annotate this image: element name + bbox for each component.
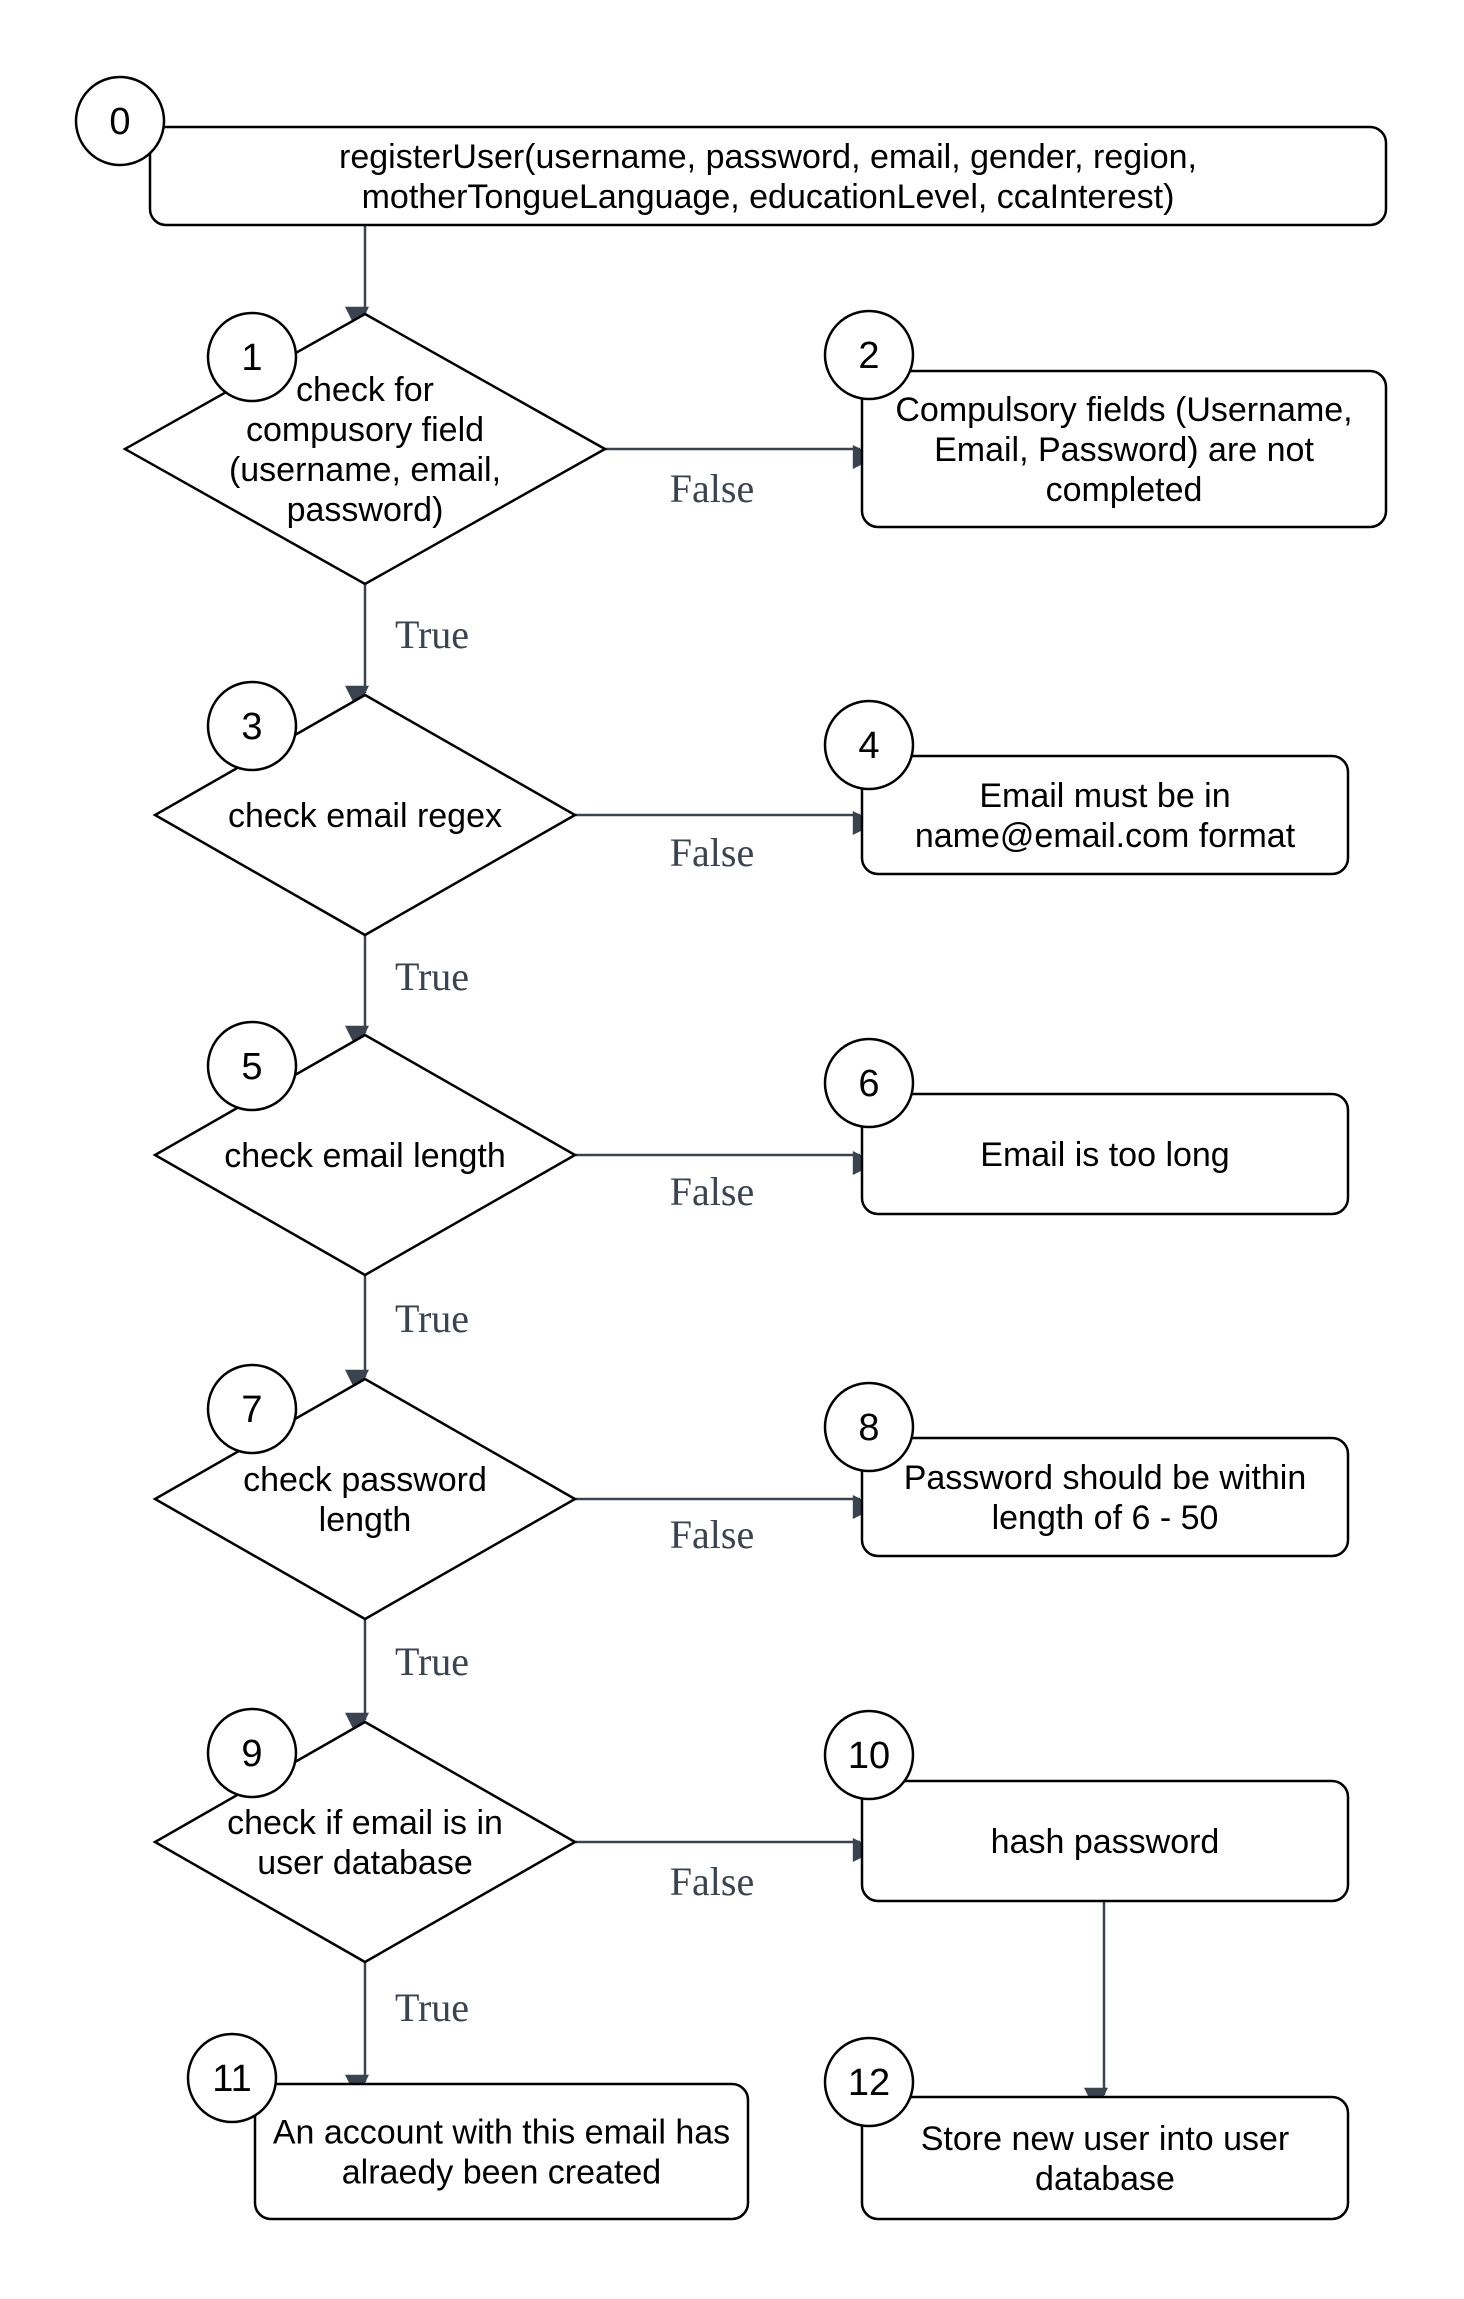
step-number: 2 (858, 335, 879, 377)
edge-label-3-4: False (670, 830, 754, 875)
process-box-8 (860, 1436, 1350, 1558)
process-box-10 (860, 1779, 1350, 1903)
node-11-text-line: alraedy been created (342, 2154, 661, 2192)
node-1-text-line: compusory field (246, 411, 484, 449)
edge-label-1-3: True (395, 612, 469, 657)
edge-label-5-7: True (395, 1296, 469, 1341)
step-number: 8 (858, 1407, 879, 1449)
step-badge-circle (206, 680, 298, 772)
node-6: Email is too long (860, 1092, 1350, 1216)
step-badge-circle (823, 1381, 915, 1473)
step-badge-circle (823, 699, 915, 791)
step-number: 5 (241, 1046, 262, 1088)
edge-label-5-6: False (670, 1169, 754, 1214)
edge-label-3-5: True (395, 954, 469, 999)
node-4-text-line: name@email.com format (915, 817, 1296, 855)
node-2-text-line: Compulsory fields (Username, (895, 391, 1352, 429)
step-badge-7: 7 (206, 1363, 298, 1455)
node-1-text-line: (username, email, (229, 451, 501, 489)
edge-label-7-9: True (395, 1639, 469, 1684)
process-box-12 (860, 2095, 1350, 2221)
node-12-text-line: Store new user into user (921, 2120, 1290, 2158)
step-badge-5: 5 (206, 1020, 298, 1112)
node-7-text-line: length (319, 1501, 412, 1539)
step-badge-1: 1 (206, 311, 298, 403)
node-9-text-line: check if email is in (227, 1804, 503, 1842)
step-badge-4: 4 (823, 699, 915, 791)
step-number: 10 (848, 1735, 890, 1777)
step-badge-circle (206, 1363, 298, 1455)
step-badge-circle (206, 1020, 298, 1112)
step-badge-circle (74, 75, 166, 167)
step-badge-9: 9 (206, 1707, 298, 1799)
step-number: 3 (241, 706, 262, 748)
step-number: 1 (241, 337, 262, 379)
step-badge-0: 0 (74, 75, 166, 167)
step-number: 0 (109, 101, 130, 143)
step-badge-3: 3 (206, 680, 298, 772)
step-badge-6: 6 (823, 1037, 915, 1129)
node-7-text-line: check password (243, 1461, 487, 1499)
node-0-text-line: motherTongueLanguage, educationLevel, cc… (362, 178, 1175, 216)
step-badge-8: 8 (823, 1381, 915, 1473)
step-badge-11: 11 (186, 2032, 278, 2124)
node-12-text-line: database (1035, 2160, 1175, 2198)
step-number: 12 (848, 2062, 890, 2104)
node-2-text-line: completed (1046, 471, 1203, 509)
node-10-text-line: hash password (991, 1823, 1220, 1861)
step-number: 9 (241, 1733, 262, 1775)
node-8-text-line: Password should be within (904, 1459, 1307, 1497)
step-badge-2: 2 (823, 309, 915, 401)
process-box-6 (860, 1092, 1350, 1216)
node-1-text-line: check for (296, 371, 434, 409)
step-badge-10: 10 (823, 1709, 915, 1801)
decision-diamond-1 (122, 312, 608, 586)
step-badge-circle (823, 309, 915, 401)
node-6-text-line: Email is too long (980, 1136, 1229, 1174)
process-box-0 (148, 125, 1388, 227)
node-4-text-line: Email must be in (979, 777, 1230, 815)
step-badge-circle (823, 1037, 915, 1129)
node-11-text-line: An account with this email has (273, 2114, 730, 2152)
node-1-text-line: password) (287, 491, 444, 529)
step-badge-12: 12 (823, 2036, 915, 2128)
node-9-text-line: user database (257, 1844, 473, 1882)
node-0: registerUser(username, password, email, … (148, 125, 1388, 227)
node-5-text-line: check email length (224, 1137, 506, 1175)
node-8-text-line: length of 6 - 50 (992, 1499, 1219, 1537)
step-badge-circle (823, 1709, 915, 1801)
nodes: registerUser(username, password, email, … (122, 125, 1388, 2221)
step-badge-circle (186, 2032, 278, 2124)
edge-label-1-2: False (670, 466, 754, 511)
node-10: hash password (860, 1779, 1350, 1903)
step-number: 11 (212, 2058, 251, 2100)
step-badge-circle (823, 2036, 915, 2128)
process-box-4 (860, 754, 1350, 876)
edges (345, 225, 1108, 2112)
step-number: 6 (858, 1063, 879, 1105)
process-box-11 (253, 2082, 750, 2221)
edge-label-7-8: False (670, 1512, 754, 1557)
edge-labels: FalseTrueFalseTrueFalseTrueFalseTrueFals… (395, 466, 754, 2030)
edge-label-9-11: True (395, 1985, 469, 2030)
node-2: Compulsory fields (Username,Email, Passw… (860, 369, 1388, 529)
step-number: 7 (241, 1389, 262, 1431)
step-badge-circle (206, 1707, 298, 1799)
edge-label-9-10: False (670, 1859, 754, 1904)
node-0-text-line: registerUser(username, password, email, … (339, 138, 1197, 176)
process-box-2 (860, 369, 1388, 529)
node-3-text-line: check email regex (228, 797, 502, 835)
step-badge-circle (206, 311, 298, 403)
step-number: 4 (858, 725, 879, 767)
node-2-text-line: Email, Password) are not (934, 431, 1314, 469)
